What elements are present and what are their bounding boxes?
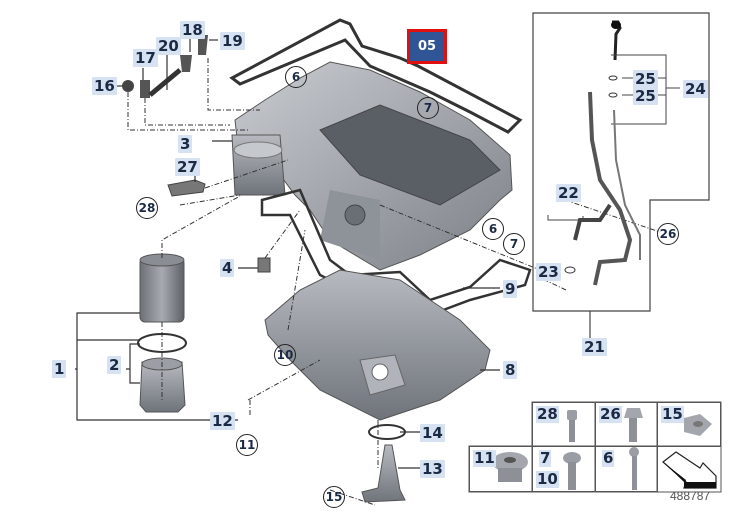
circled-callout-26[interactable]: 26 — [657, 223, 679, 245]
dipstick-guide-tube — [588, 91, 633, 286]
circled-callout-15[interactable]: 15 — [323, 486, 345, 508]
legend-cell-11[interactable]: 11 — [469, 446, 533, 492]
circled-callout-6[interactable]: 6 — [482, 218, 504, 240]
callout-19[interactable]: 19 — [220, 32, 245, 50]
circled-callout-6[interactable]: 6 — [285, 66, 307, 88]
legend-label: 26 — [599, 405, 622, 423]
legend-label: 6 — [602, 449, 615, 467]
legend-cell-6[interactable]: 6 — [595, 446, 658, 492]
diagram-group-badge: 05 — [407, 29, 447, 64]
legend-cell-15[interactable]: 15 — [657, 402, 721, 447]
dipstick-frame — [532, 12, 710, 312]
legend-label: 28 — [536, 405, 559, 423]
callout-4[interactable]: 4 — [220, 259, 235, 277]
callout-17[interactable]: 17 — [133, 49, 158, 67]
legend-label: 11 — [473, 449, 496, 467]
legend-cell-26[interactable]: 26 — [595, 402, 658, 447]
callout-16[interactable]: 16 — [92, 77, 117, 95]
legend-cell-7-10[interactable]: 7 10 — [532, 446, 596, 492]
callout-8[interactable]: 8 — [503, 361, 518, 379]
image-number: 488787 — [670, 489, 711, 503]
callout-25-lower[interactable]: 25 — [633, 87, 658, 105]
callout-2[interactable]: 2 — [107, 356, 122, 374]
callout-25-upper[interactable]: 25 — [633, 70, 658, 88]
callout-13[interactable]: 13 — [420, 460, 445, 478]
callout-23[interactable]: 23 — [536, 263, 561, 281]
circled-callout-11[interactable]: 11 — [236, 434, 258, 456]
circled-callout-28[interactable]: 28 — [136, 197, 158, 219]
callout-3[interactable]: 3 — [178, 135, 193, 153]
oil-pump-pickup — [361, 444, 406, 503]
upper-gasket — [229, 18, 523, 134]
circled-callout-7[interactable]: 7 — [503, 233, 525, 255]
callout-27[interactable]: 27 — [175, 158, 200, 176]
callout-14[interactable]: 14 — [420, 424, 445, 442]
legend-cell-28[interactable]: 28 — [532, 402, 596, 447]
callout-9[interactable]: 9 — [503, 280, 518, 298]
legend-label-secondary: 10 — [536, 470, 559, 488]
callout-18[interactable]: 18 — [180, 21, 205, 39]
callout-20[interactable]: 20 — [156, 37, 181, 55]
callout-1[interactable]: 1 — [52, 360, 67, 378]
legend-label: 7 — [539, 449, 552, 467]
callout-24[interactable]: 24 — [683, 80, 708, 98]
oil-filter-element — [139, 257, 185, 323]
circled-callout-10[interactable]: 10 — [274, 344, 296, 366]
callout-22[interactable]: 22 — [556, 184, 581, 202]
pickup-o-ring — [368, 424, 406, 440]
circled-callout-7[interactable]: 7 — [417, 97, 439, 119]
legend-label: 15 — [661, 405, 684, 423]
callout-21[interactable]: 21 — [582, 338, 607, 356]
callout-12[interactable]: 12 — [210, 412, 235, 430]
